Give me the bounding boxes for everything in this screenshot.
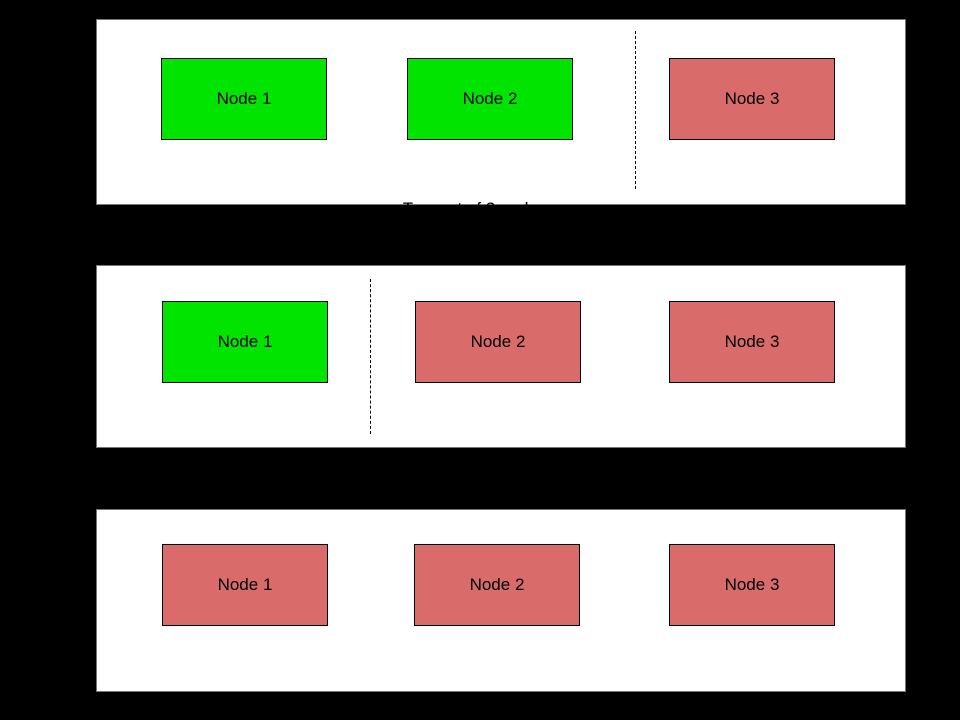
node-1-label: Node 1 bbox=[217, 332, 273, 351]
caption-line-1: Two out of 3 nodes are up bbox=[402, 199, 600, 218]
node-2-label: Node 2 bbox=[462, 89, 518, 108]
partition-divider-dashed-line bbox=[635, 31, 636, 189]
node-1-box: Node 1 bbox=[162, 544, 328, 626]
node-3-label: Node 3 bbox=[724, 89, 780, 108]
partition-divider-dashed-line bbox=[370, 279, 371, 434]
node-3-label: Node 3 bbox=[724, 332, 780, 351]
node-1-box: Node 1 bbox=[161, 58, 327, 140]
node-2-label: Node 2 bbox=[469, 575, 525, 594]
node-3-box: Node 3 bbox=[669, 301, 835, 383]
caption-line-1: All Nodes are down bbox=[427, 692, 575, 711]
panel-all-down: Node 1 Node 2 Node 3 All Nodes are down … bbox=[96, 509, 906, 711]
node-1-label: Node 1 bbox=[217, 575, 273, 594]
node-3-box: Node 3 bbox=[669, 58, 835, 140]
node-2-box: Node 2 bbox=[407, 58, 573, 140]
node-3-box: Node 3 bbox=[669, 544, 835, 626]
node-1-box: Node 1 bbox=[162, 301, 328, 383]
node-1-label: Node 1 bbox=[216, 89, 272, 108]
node-2-box: Node 2 bbox=[414, 544, 580, 626]
caption-line-1: Two out of 3 nodes are down bbox=[391, 449, 611, 468]
panel-caption: All Nodes are down Majority Fails & Clus… bbox=[97, 644, 905, 720]
node-2-label: Node 2 bbox=[470, 332, 526, 351]
node-3-label: Node 3 bbox=[724, 575, 780, 594]
panel-majority-down: Node 1 Node 2 Node 3 Two out of 3 nodes … bbox=[96, 265, 906, 537]
panel-majority-up: Node 1 Node 2 Node 3 Two out of 3 nodes … bbox=[96, 19, 906, 287]
node-2-box: Node 2 bbox=[415, 301, 581, 383]
